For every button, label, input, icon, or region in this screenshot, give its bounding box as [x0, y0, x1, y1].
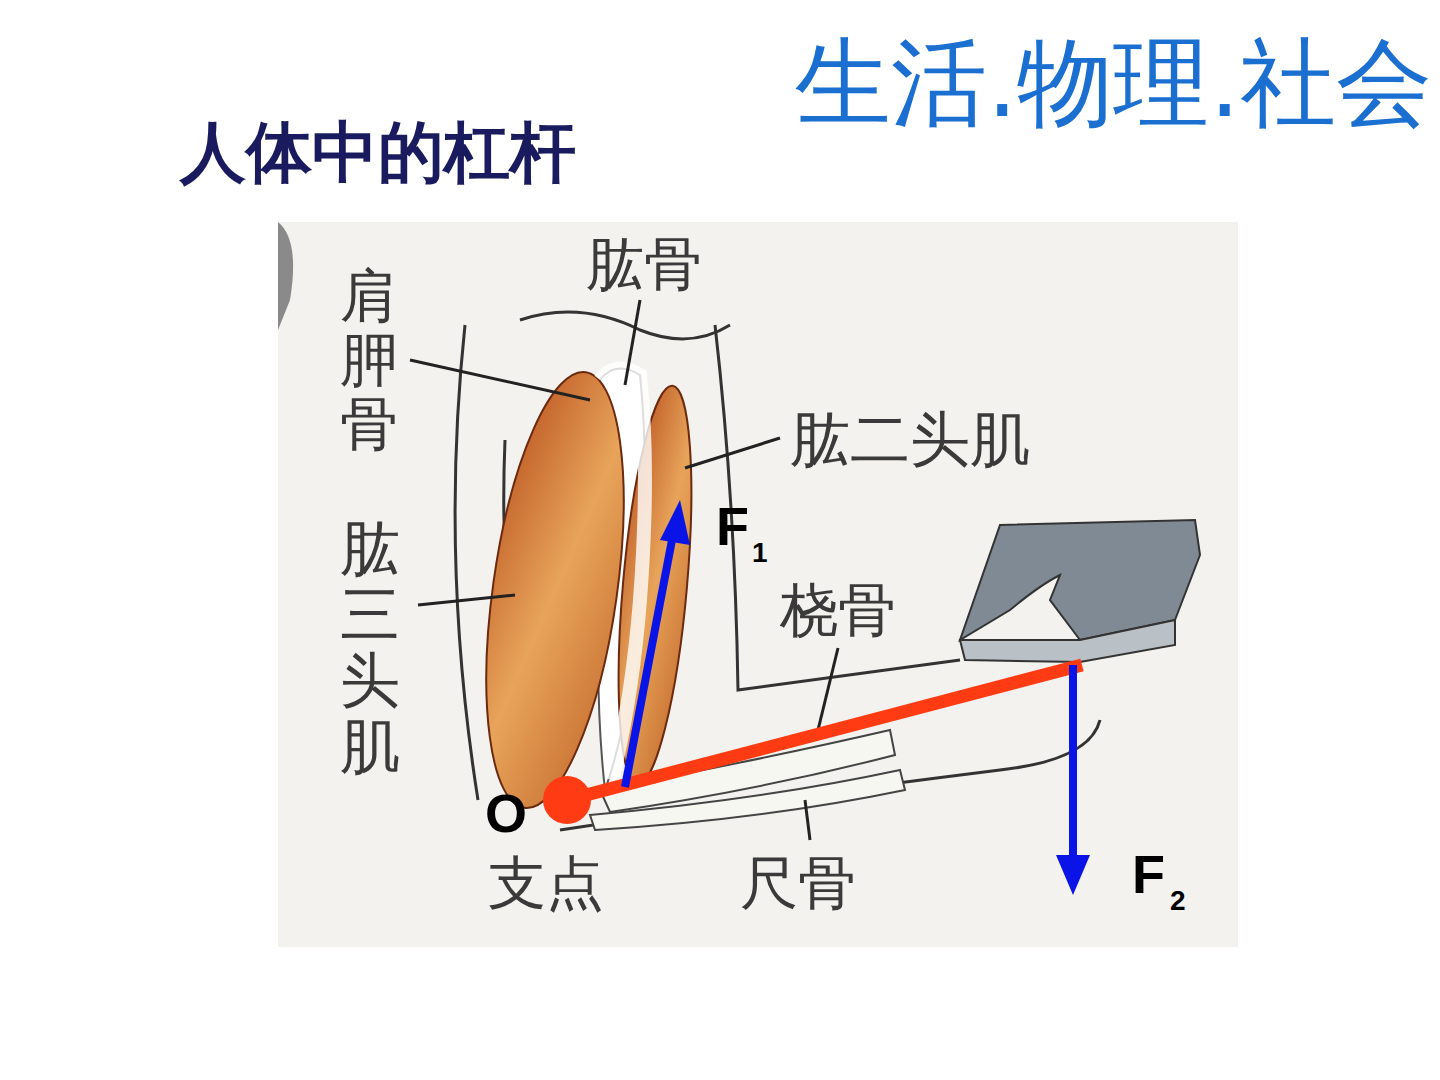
force-symbol: F: [716, 495, 749, 557]
triceps-muscle: [463, 364, 647, 817]
part-name: 肱三头肌: [340, 515, 400, 779]
part-name: 桡骨: [780, 572, 896, 650]
force-subscript: 2: [1170, 885, 1186, 917]
part-name: 肱骨: [586, 226, 702, 304]
force-arrow: [1069, 665, 1077, 860]
fulcrum-dot: [543, 776, 591, 824]
part-name: 支点: [488, 845, 604, 923]
corner-shade: [278, 222, 293, 330]
book-edge: [960, 620, 1175, 662]
part-name: 肩胛骨: [340, 265, 398, 456]
series-heading: 生活.物理.社会: [795, 20, 1432, 150]
force-arrow: [625, 540, 672, 787]
slide-title: 人体中的杠杆: [180, 108, 576, 198]
part-name: 尺骨: [740, 845, 856, 923]
arrowhead: [1056, 855, 1090, 895]
leader-line: [410, 300, 838, 840]
force-symbol: F: [1132, 843, 1165, 905]
arrowhead: [660, 500, 690, 545]
part-name: 肱二头肌: [790, 400, 1030, 481]
picture-ground: [278, 222, 1238, 947]
force-subscript: 1: [752, 537, 768, 569]
fulcrum-symbol: O: [485, 782, 527, 844]
